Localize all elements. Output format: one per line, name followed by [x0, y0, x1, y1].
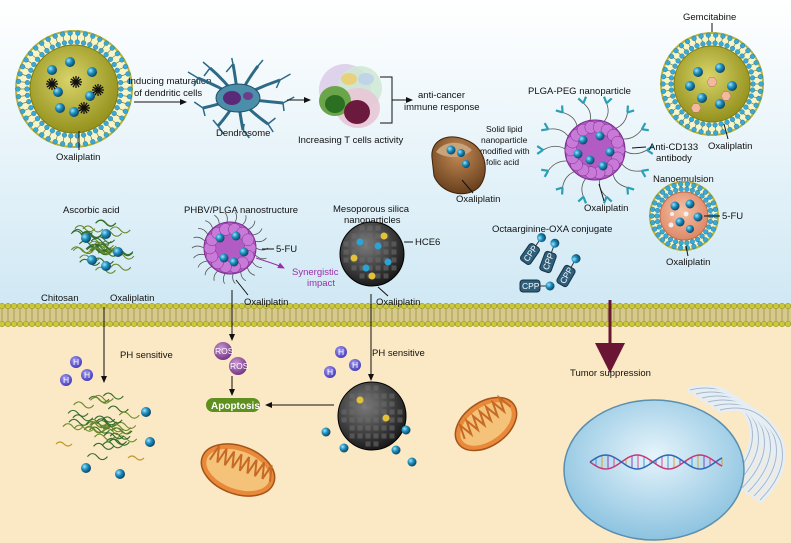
anti-cancer-label-2: immune response: [404, 102, 480, 113]
hydrogen-ion: H: [70, 356, 82, 368]
anti-cd133-label-1: Anti-CD133: [649, 142, 698, 153]
svg-text:H: H: [84, 370, 90, 380]
inducing-label-2: of dendritic cells: [134, 88, 202, 99]
sln-label-3: modified with: [480, 146, 530, 156]
hydrogen-ion: H: [60, 374, 72, 386]
oxaliplatin-sln-label: Oxaliplatin: [456, 194, 500, 205]
synergistic-label-1: Synergistic: [292, 267, 339, 278]
phbv-label: PHBV/PLGA nanostructure: [184, 205, 298, 216]
svg-text:Apoptosis: Apoptosis: [211, 401, 260, 412]
svg-text:H: H: [352, 360, 358, 370]
sln-label-2: nanoparticle: [481, 135, 528, 145]
meso-label-1: Mesoporous silica: [333, 204, 410, 215]
ascorbic-label: Ascorbic acid: [63, 205, 120, 216]
gemcitabine-liposome: [661, 33, 764, 136]
svg-text:ROS: ROS: [230, 361, 249, 371]
svg-text:ROS: ROS: [215, 346, 234, 356]
five-fu-phbv-label: 5-FU: [276, 244, 297, 255]
svg-text:H: H: [73, 357, 79, 367]
tumor-suppression-label: Tumor suppression: [570, 368, 651, 379]
svg-text:H: H: [63, 375, 69, 385]
five-fu-ne-label: 5-FU: [722, 211, 743, 222]
hydrogen-ion: H: [81, 369, 93, 381]
oxaliplatin-liposome: [16, 31, 133, 148]
oxaliplatin-phbv-label: Oxaliplatin: [244, 297, 288, 308]
synergistic-label-2: impact: [307, 278, 335, 289]
sln-label-4: folic acid: [486, 157, 519, 167]
apoptosis-badge: Apoptosis: [206, 398, 260, 412]
nucleus: [564, 400, 744, 540]
svg-text:H: H: [327, 367, 333, 377]
oxaliplatin-plga-label: Oxaliplatin: [584, 203, 628, 214]
octaarginine-label: Octaarginine-OXA conjugate: [492, 224, 612, 235]
gemcitabine-label: Gemcitabine: [683, 12, 736, 23]
anti-cd133-label-2: antibody: [656, 153, 692, 164]
ph-sensitive-label-1: PH sensitive: [120, 350, 173, 361]
oxaliplatin-label-1: Oxaliplatin: [56, 152, 100, 163]
plga-peg-label: PLGA-PEG nanoparticle: [528, 86, 631, 97]
ph-sensitive-label-2: PH sensitive: [372, 348, 425, 359]
oxaliplatin-chitosan-label: Oxaliplatin: [110, 293, 154, 304]
oxaliplatin-ne-label: Oxaliplatin: [666, 257, 710, 268]
hydrogen-ion: H: [349, 359, 361, 371]
mesoporous-silica-nanoparticle: [340, 222, 404, 286]
hydrogen-ion: H: [335, 346, 347, 358]
dendrosome-label: Dendrosome: [216, 128, 270, 139]
hce6-label: HCE6: [415, 237, 440, 248]
t-cells-label: Increasing T cells activity: [298, 135, 403, 146]
oxaliplatin-meso-label: Oxaliplatin: [376, 297, 420, 308]
chitosan-label: Chitosan: [41, 293, 79, 304]
anti-cancer-label-1: anti-cancer: [418, 90, 465, 101]
svg-text:CPP: CPP: [522, 281, 540, 291]
oxaliplatin-gem-label: Oxaliplatin: [708, 141, 752, 152]
sln-label-1: Solid lipid: [486, 124, 523, 134]
svg-text:H: H: [338, 347, 344, 357]
hydrogen-ion: H: [324, 366, 336, 378]
